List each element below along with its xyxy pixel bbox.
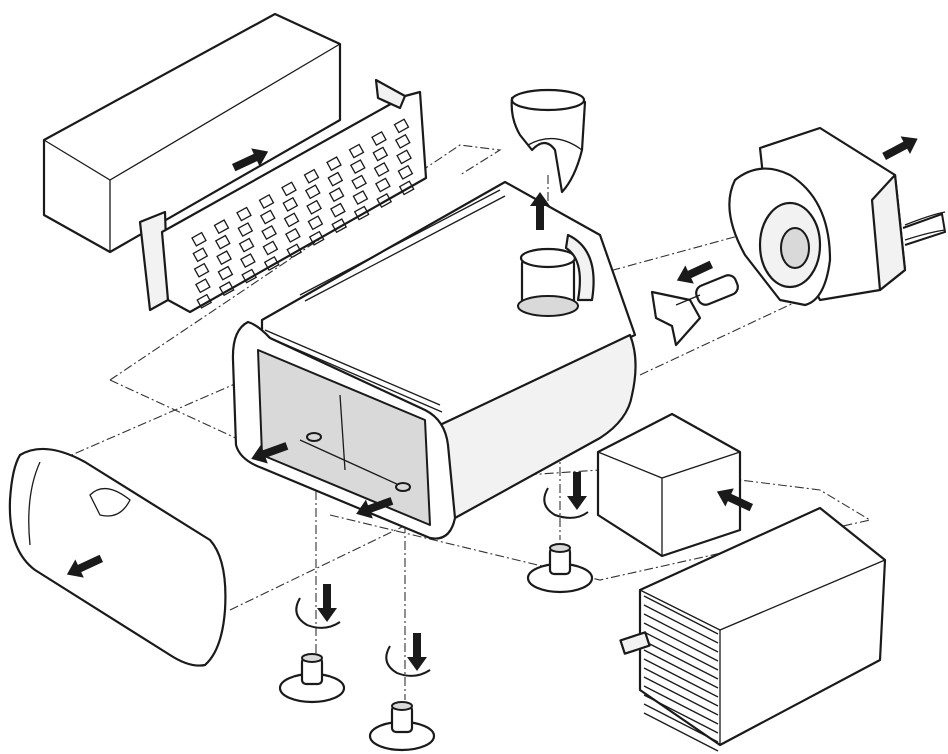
rotate-arrow-icon [295, 597, 341, 629]
media-rib [643, 685, 719, 725]
grid-hole [330, 202, 346, 218]
grid-hole [304, 184, 321, 200]
front-cover [8, 447, 227, 667]
media-rib [643, 703, 719, 743]
grid-hole [258, 193, 275, 209]
grid-hole [373, 161, 390, 177]
arrow-icon [356, 497, 394, 519]
grid-hole [285, 227, 301, 243]
arrow-icon [716, 488, 754, 512]
media-rib [643, 595, 719, 635]
grid-hole [286, 243, 303, 259]
arrow-icon [882, 136, 918, 160]
filter-grid-holes [191, 118, 415, 309]
grid-hole [328, 187, 345, 203]
media-rib [643, 622, 719, 662]
grid-hole [398, 180, 415, 196]
rotation-indicators [295, 487, 589, 677]
grid-hole [281, 181, 297, 197]
suction-cup [368, 701, 436, 752]
filter-housing [231, 180, 637, 540]
top-vent-slots [264, 189, 506, 413]
media-rib [643, 604, 719, 644]
outlet-nozzle [510, 88, 587, 194]
grid-hole [191, 231, 207, 247]
bio-media-ribs [643, 595, 719, 752]
grid-hole [213, 219, 230, 235]
grid-hole [216, 250, 232, 266]
grid-hole [307, 215, 324, 231]
pump-motor [728, 126, 947, 307]
grid-hole [237, 222, 254, 238]
suction-cup [278, 653, 346, 704]
grid-hole [397, 164, 414, 180]
foam-block [42, 12, 342, 254]
grid-hole [238, 237, 255, 253]
grid-hole [240, 253, 256, 269]
grid-hole [306, 199, 322, 215]
grid-hole [327, 171, 344, 187]
grid-hole [371, 130, 387, 146]
impeller [650, 274, 739, 347]
grid-hole [196, 293, 213, 309]
grid-hole [376, 192, 393, 208]
media-rib [643, 667, 719, 707]
arrow-icon [567, 472, 587, 510]
grid-hole [217, 265, 234, 281]
arrow-icon [676, 260, 714, 284]
arrow-icon [317, 584, 337, 622]
grid-hole [262, 240, 279, 256]
grid-hole [282, 196, 299, 212]
media-rib [643, 631, 719, 671]
arrow-icon [530, 192, 550, 230]
media-rib [643, 640, 719, 680]
grid-hole [352, 190, 369, 206]
grid-hole [393, 118, 410, 134]
bio-media-block [619, 506, 887, 752]
suction-cup [526, 543, 594, 594]
grid-hole [303, 168, 320, 184]
grid-hole [372, 146, 389, 162]
grid-hole [394, 133, 411, 149]
grid-hole [331, 218, 348, 234]
grid-hole [396, 149, 412, 165]
grid-hole [195, 278, 211, 294]
grid-hole [348, 143, 365, 159]
grid-hole [193, 262, 210, 278]
arrow-icon [407, 633, 427, 671]
sponge-cube [596, 412, 742, 558]
rotate-arrow-icon [385, 645, 431, 677]
grid-hole [192, 247, 209, 263]
media-rib [643, 649, 719, 689]
grid-hole [236, 206, 252, 222]
rotate-arrow-icon [543, 487, 589, 519]
media-rib [643, 613, 719, 653]
arrow-icon [66, 554, 104, 578]
arrow-icon [251, 442, 289, 464]
grid-hole [353, 205, 370, 221]
grid-hole [263, 255, 280, 271]
arrow-icon [231, 148, 269, 172]
grid-hole [214, 234, 231, 250]
grid-hole [308, 230, 325, 246]
media-rib [643, 694, 719, 734]
media-rib [643, 712, 719, 752]
grid-hole [261, 224, 277, 240]
filter-grid [138, 78, 428, 314]
suction-cups [278, 543, 594, 752]
grid-hole [326, 156, 342, 172]
grid-hole [283, 212, 300, 228]
grid-hole [259, 209, 276, 225]
grid-hole [351, 174, 367, 190]
grid-hole [241, 268, 258, 284]
grid-hole [218, 281, 235, 297]
grid-hole [349, 159, 366, 175]
direction-arrows [66, 136, 918, 671]
grid-hole [375, 177, 391, 193]
media-rib [643, 676, 719, 716]
media-rib [643, 658, 719, 698]
